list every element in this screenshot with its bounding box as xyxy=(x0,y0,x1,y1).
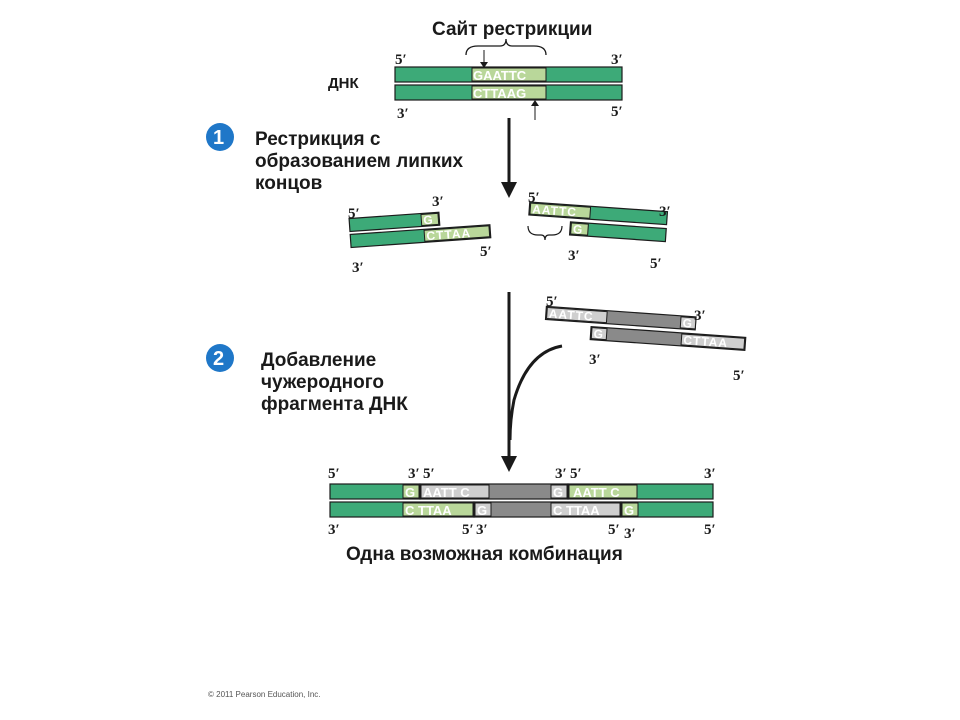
left-fragment: G CTTAA xyxy=(348,211,492,249)
step2-line-2: чужеродного xyxy=(261,372,384,393)
combo-top-aatt-c: AATT C xyxy=(423,485,470,500)
left-cttaa-box xyxy=(423,225,491,242)
right-aattc: AATTC xyxy=(532,202,578,219)
combo-end-3-b1: 3′ xyxy=(328,522,340,538)
right-end-3b: 3′ xyxy=(568,248,580,264)
site-top-seq: GAATTC xyxy=(473,68,527,83)
step1-number: 1 xyxy=(213,127,224,149)
step1-line-1: Рестрикция с xyxy=(255,129,381,150)
combo-bottom-c-ttaa-2: C TTAA xyxy=(553,503,600,518)
foreign-insert-arrow xyxy=(508,344,563,441)
right-end-3a: 3′ xyxy=(659,204,671,220)
foreign-end-3a: 3′ xyxy=(694,308,706,324)
right-end-5a: 5′ xyxy=(528,190,540,206)
dna-end-5-top: 5′ xyxy=(395,52,407,68)
site-brace xyxy=(465,38,547,56)
foreign-aattc-box xyxy=(546,306,608,324)
right-g-box xyxy=(570,222,589,236)
combo-end-5-2: 5′ xyxy=(423,466,435,482)
combo-end-3-b2: 3′ xyxy=(476,522,488,538)
combo-end-3-b3: 3′ xyxy=(624,526,636,542)
combo-bottom-right-strand xyxy=(620,501,714,518)
step1-line-3: концов xyxy=(255,173,322,194)
left-top-strand xyxy=(348,211,441,233)
dna-label: ДНК xyxy=(328,75,360,92)
combo-top-g1: G xyxy=(405,485,415,500)
copyright: © 2011 Pearson Education, Inc. xyxy=(208,690,320,699)
combo-end-5-b3: 5′ xyxy=(704,522,716,538)
right-aattc-box xyxy=(529,202,592,219)
sticky-brace xyxy=(527,225,563,241)
foreign-end-3b: 3′ xyxy=(589,352,601,368)
left-end-3b: 3′ xyxy=(352,260,364,276)
left-end-5: 5′ xyxy=(348,206,360,222)
site-bottom-box xyxy=(471,85,547,100)
site-bottom-seq: CTTAAG xyxy=(473,86,526,101)
step2-number: 2 xyxy=(213,348,224,370)
foreign-end-5b: 5′ xyxy=(733,368,745,384)
diagram-title: Сайт рестрикции xyxy=(432,19,592,40)
foreign-end-5a: 5′ xyxy=(546,294,558,310)
combo-end-3-3: 3′ xyxy=(704,466,716,482)
combo-end-3-2: 3′ xyxy=(555,466,567,482)
dna-end-5-bottom: 5′ xyxy=(611,104,623,120)
left-end-5b: 5′ xyxy=(480,244,492,260)
right-g: G xyxy=(573,222,583,237)
combo-end-5-b2: 5′ xyxy=(608,522,620,538)
site-top-box xyxy=(471,67,547,82)
right-fragment: AATTC G xyxy=(528,201,669,243)
combination-caption: Одна возможная комбинация xyxy=(346,544,623,565)
combo-end-5-b1: 5′ xyxy=(462,522,474,538)
combo-bottom-g1: G xyxy=(477,503,487,518)
step2-line-1: Добавление xyxy=(261,350,376,371)
right-bottom-strand xyxy=(568,221,667,243)
right-end-5b: 5′ xyxy=(650,256,662,272)
dna-end-3-bottom: 3′ xyxy=(397,106,409,122)
left-end-3a: 3′ xyxy=(432,194,444,210)
left-g-box xyxy=(420,212,440,227)
foreign-g-top-box xyxy=(679,316,697,330)
foreign-g-bottom-box xyxy=(590,327,608,341)
combo-end-3-1: 3′ xyxy=(408,466,420,482)
combo-top-aatt-c-2: AATT C xyxy=(573,485,620,500)
foreign-cttaa: CTTAA xyxy=(683,333,729,350)
left-g: G xyxy=(423,213,433,228)
left-cttaa: CTTAA xyxy=(426,226,472,243)
combo-end-5-1: 5′ xyxy=(328,466,340,482)
foreign-fragment: AATTC G G CTTAA xyxy=(544,305,747,352)
combo-top-g2: G xyxy=(553,485,563,500)
dna-end-3-top: 3′ xyxy=(611,52,623,68)
combo-end-5-3: 5′ xyxy=(570,466,582,482)
foreign-g-top: G xyxy=(682,316,692,331)
step2-line-3: фрагмента ДНК xyxy=(261,394,408,415)
combo-bottom-g2: G xyxy=(624,503,634,518)
foreign-aattc: AATTC xyxy=(548,307,594,324)
foreign-g-bottom: G xyxy=(593,327,603,342)
step1-badge xyxy=(206,123,234,151)
step2-badge xyxy=(206,344,234,372)
foreign-cttaa-box xyxy=(680,333,746,350)
combo-bottom-c-ttaa: C TTAA xyxy=(405,503,452,518)
step1-line-2: образованием липких xyxy=(255,151,464,172)
